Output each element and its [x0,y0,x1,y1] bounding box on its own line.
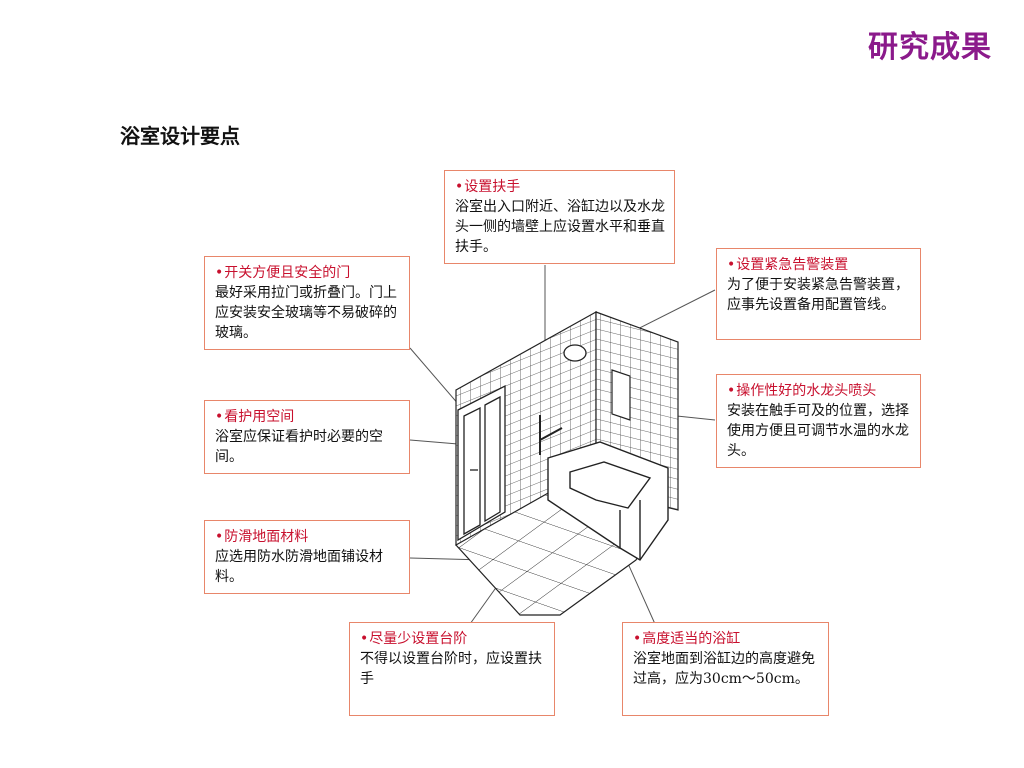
callout-body: 浴室地面到浴缸边的高度避免过高，应为30cm～50cm。 [633,651,815,687]
callout-faucet: 操作性好的水龙头喷头 安装在触手可及的位置，选择使用方便且可调节水温的水龙头。 [716,374,921,468]
callout-title: 设置扶手 [455,177,666,197]
callout-title: 防滑地面材料 [215,527,401,547]
grab-bars [539,415,563,455]
callout-handrail: 设置扶手 浴室出入口附近、浴缸边以及水龙头一侧的墙壁上应设置水平和垂直扶手。 [444,170,675,264]
callout-title: 操作性好的水龙头喷头 [727,381,912,401]
callout-body: 不得以设置台阶时，应设置扶手 [360,651,542,687]
page-title: 浴室设计要点 [120,124,240,148]
header-title: 研究成果 [868,30,992,65]
callout-door: 开关方便且安全的门 最好采用拉门或折叠门。门上应安装安全玻璃等不易破碎的玻璃。 [204,256,410,350]
door [457,384,506,542]
callout-title: 高度适当的浴缸 [633,629,820,649]
window [611,369,631,421]
callout-body: 浴室应保证看护时必要的空间。 [215,429,383,465]
callout-title: 设置紧急告警装置 [727,255,912,275]
callout-floor: 防滑地面材料 应选用防水防滑地面铺设材料。 [204,520,410,594]
alarm-device [563,344,587,362]
callout-body: 安装在触手可及的位置，选择使用方便且可调节水温的水龙头。 [727,403,909,459]
callout-bathtub: 高度适当的浴缸 浴室地面到浴缸边的高度避免过高，应为30cm～50cm。 [622,622,829,716]
callout-body: 应选用防水防滑地面铺设材料。 [215,549,383,585]
callout-title: 看护用空间 [215,407,401,427]
callout-title: 开关方便且安全的门 [215,263,401,283]
callout-care-space: 看护用空间 浴室应保证看护时必要的空间。 [204,400,410,474]
callout-steps: 尽量少设置台阶 不得以设置台阶时，应设置扶手 [349,622,555,716]
callout-title: 尽量少设置台阶 [360,629,546,649]
callout-body: 最好采用拉门或折叠门。门上应安装安全玻璃等不易破碎的玻璃。 [215,285,397,341]
bathtub [547,441,669,561]
callout-body: 为了便于安装紧急告警装置，应事先设置备用配置管线。 [727,277,909,313]
callout-body: 浴室出入口附近、浴缸边以及水龙头一侧的墙壁上应设置水平和垂直扶手。 [455,199,665,255]
callout-alarm: 设置紧急告警装置 为了便于安装紧急告警装置，应事先设置备用配置管线。 [716,248,921,340]
